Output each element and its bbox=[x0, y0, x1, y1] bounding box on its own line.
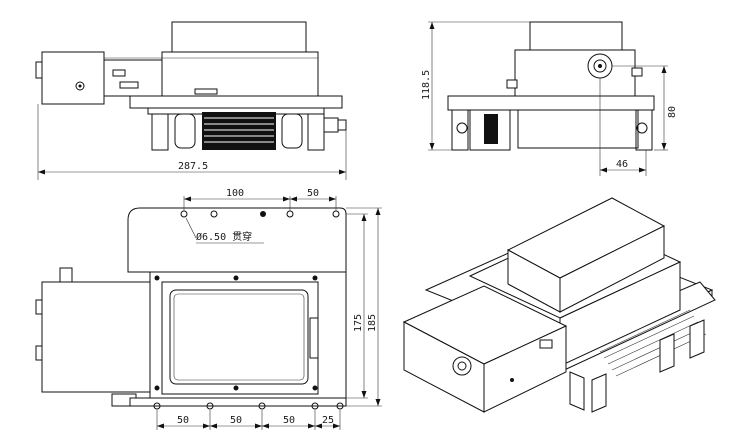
side-view-base bbox=[447, 95, 655, 111]
front-view-port bbox=[75, 81, 85, 91]
dim-bottom-spacing-4: 25 bbox=[322, 415, 334, 426]
dim-height-175: 175 bbox=[353, 314, 364, 332]
hole-note: Ø6.50 贯穿 bbox=[196, 230, 252, 243]
side-view-main-body bbox=[514, 49, 636, 99]
dim-height-185: 185 bbox=[367, 314, 378, 332]
dim-overall-height: 118.5 bbox=[421, 70, 432, 100]
isometric-view bbox=[402, 197, 716, 413]
dim-top-spacing-1: 100 bbox=[226, 188, 244, 199]
dim-bottom-spacing-1: 50 bbox=[177, 415, 189, 426]
top-view-mounting-holes-bottom bbox=[153, 275, 344, 410]
front-view: 287.5 bbox=[35, 21, 347, 180]
front-view-left-box bbox=[41, 51, 105, 105]
dim-connector-offset: 46 bbox=[616, 159, 628, 170]
top-view-window bbox=[169, 289, 309, 385]
top-view: 100 50 Ø6.50 贯穿 175 185 50 50 50 25 bbox=[35, 188, 382, 430]
side-view: 118.5 80 46 bbox=[421, 21, 678, 176]
dim-top-spacing-2: 50 bbox=[307, 188, 319, 199]
top-view-left-box bbox=[41, 281, 165, 393]
front-view-base-plate bbox=[129, 95, 343, 109]
dim-overall-width: 287.5 bbox=[178, 161, 208, 172]
dim-mount-height: 80 bbox=[667, 106, 678, 118]
front-view-main-body bbox=[161, 51, 319, 97]
front-view-top-box bbox=[171, 21, 307, 53]
iso-connector bbox=[452, 356, 472, 376]
side-view-top-box bbox=[529, 21, 623, 53]
front-view-heatsink bbox=[174, 112, 303, 150]
dim-bottom-spacing-3: 50 bbox=[283, 415, 295, 426]
dim-bottom-spacing-2: 50 bbox=[230, 415, 242, 426]
